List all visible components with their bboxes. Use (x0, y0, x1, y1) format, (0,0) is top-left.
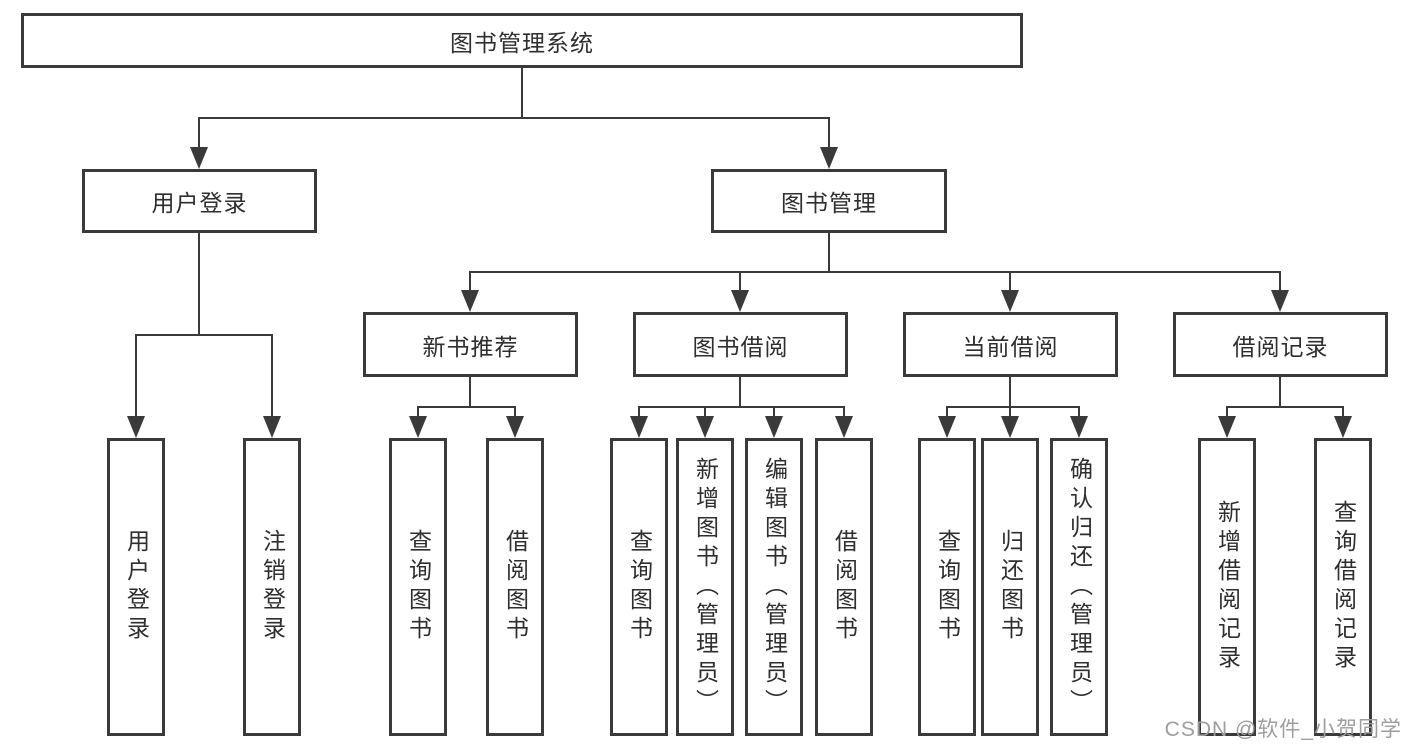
connector-drop-bor-add (704, 406, 706, 419)
leaf-borrow-query-book-label: 查询图书 (626, 529, 653, 645)
leaf-current-query-book: 查询图书 (918, 438, 976, 736)
node-current-borrow-label: 当前借阅 (962, 333, 1059, 360)
leaf-borrow-borrow-book-label: 借阅图书 (831, 529, 858, 645)
node-current-borrow: 当前借阅 (903, 312, 1118, 377)
leaf-logout-label: 注销登录 (259, 529, 286, 645)
leaf-records-query-record: 查询借阅记录 (1314, 438, 1372, 736)
connector-drop-cur-query (946, 406, 948, 419)
leaf-user-login: 用户登录 (107, 438, 165, 736)
leaf-current-query-book-label: 查询图书 (934, 529, 961, 645)
arrowhead-rec-add-record (1218, 416, 1236, 438)
arrowhead-current (1001, 290, 1019, 312)
connector-drop-bor-edit (773, 406, 775, 419)
leaf-recommend-borrow-book-label: 借阅图书 (502, 529, 529, 645)
connector-drop-bor-borrow (843, 406, 845, 419)
leaf-records-add-record-label: 新增借阅记录 (1214, 500, 1241, 674)
connector-borrow-stem (739, 377, 741, 407)
node-root-library-system: 图书管理系统 (21, 13, 1023, 68)
arrowhead-leaf-login (127, 416, 145, 438)
leaf-borrow-add-book-admin-label: 新增图书（管理员） (692, 456, 719, 718)
connector-current-rail (946, 406, 1079, 408)
connector-level3-rail (469, 271, 1281, 273)
leaf-borrow-edit-book-admin-label: 编辑图书（管理员） (761, 456, 788, 718)
leaf-current-return-book: 归还图书 (981, 438, 1039, 736)
connector-records-stem (1279, 377, 1281, 407)
connector-drop-recommend (469, 271, 471, 293)
node-new-book-recommend-label: 新书推荐 (422, 333, 519, 360)
connector-drop-rec-add-record (1226, 406, 1228, 419)
arrowhead-rec-query (409, 416, 427, 438)
node-book-borrow-label: 图书借阅 (692, 333, 789, 360)
node-new-book-recommend: 新书推荐 (363, 312, 578, 377)
connector-root-stem (521, 68, 523, 119)
arrowhead-borrow (731, 290, 749, 312)
arrowhead-rec-query-record (1334, 416, 1352, 438)
connector-drop-cur-return (1009, 406, 1011, 419)
leaf-records-query-record-label: 查询借阅记录 (1330, 500, 1357, 674)
leaf-current-confirm-return-admin-label: 确认归还（管理员） (1066, 456, 1093, 718)
leaf-current-return-book-label: 归还图书 (997, 529, 1024, 645)
leaf-borrow-edit-book-admin: 编辑图书（管理员） (745, 438, 803, 736)
connector-drop-rec-query (417, 406, 419, 419)
connector-drop-borrow (739, 271, 741, 293)
connector-drop-leaf-login (135, 334, 137, 419)
arrowhead-bor-add (696, 416, 714, 438)
connector-drop-bor-query (638, 406, 640, 419)
node-root-label: 图书管理系统 (450, 29, 594, 56)
arrowhead-rec-borrow (506, 416, 524, 438)
connector-drop-user-login (198, 117, 200, 149)
node-book-management-label: 图书管理 (781, 190, 877, 216)
node-user-login: 用户登录 (82, 169, 317, 233)
arrowhead-bor-edit (765, 416, 783, 438)
node-borrow-records: 借阅记录 (1173, 312, 1388, 377)
connector-recommend-rail (417, 406, 516, 408)
connector-book-mgmt-stem (828, 233, 830, 273)
arrowhead-book-mgmt (820, 147, 838, 169)
arrowhead-bor-query (630, 416, 648, 438)
arrowhead-leaf-logout (263, 416, 281, 438)
connector-drop-rec-borrow (514, 406, 516, 419)
leaf-borrow-add-book-admin: 新增图书（管理员） (676, 438, 734, 736)
connector-borrow-rail (638, 406, 845, 408)
leaf-borrow-borrow-book: 借阅图书 (815, 438, 873, 736)
connector-drop-leaf-logout (271, 334, 273, 419)
leaf-borrow-query-book: 查询图书 (610, 438, 668, 736)
leaf-recommend-borrow-book: 借阅图书 (486, 438, 544, 736)
arrowhead-recommend (461, 290, 479, 312)
connector-current-stem (1009, 377, 1011, 407)
leaf-current-confirm-return-admin: 确认归还（管理员） (1050, 438, 1108, 736)
connector-user-login-rail (135, 334, 273, 336)
arrowhead-cur-query (938, 416, 956, 438)
arrowhead-bor-borrow (835, 416, 853, 438)
node-book-borrow: 图书借阅 (633, 312, 848, 377)
leaf-records-add-record: 新增借阅记录 (1198, 438, 1256, 736)
leaf-recommend-query-book: 查询图书 (389, 438, 447, 736)
connector-drop-records (1279, 271, 1281, 293)
connector-level2-rail (198, 117, 830, 119)
connector-records-rail (1226, 406, 1343, 408)
arrowhead-cur-confirm (1070, 416, 1088, 438)
leaf-logout: 注销登录 (243, 438, 301, 736)
leaf-recommend-query-book-label: 查询图书 (405, 529, 432, 645)
connector-recommend-stem (469, 377, 471, 407)
connector-drop-current (1009, 271, 1011, 293)
arrowhead-records (1271, 290, 1289, 312)
arrowhead-cur-return (1001, 416, 1019, 438)
node-book-management: 图书管理 (711, 169, 947, 233)
node-borrow-records-label: 借阅记录 (1232, 333, 1329, 360)
leaf-user-login-label: 用户登录 (123, 529, 150, 645)
arrowhead-user-login (190, 147, 208, 169)
node-user-login-label: 用户登录 (151, 190, 248, 216)
connector-drop-rec-query-record (1342, 406, 1344, 419)
connector-drop-cur-confirm (1078, 406, 1080, 419)
connector-user-login-stem (198, 233, 200, 335)
connector-drop-book-mgmt (828, 117, 830, 149)
